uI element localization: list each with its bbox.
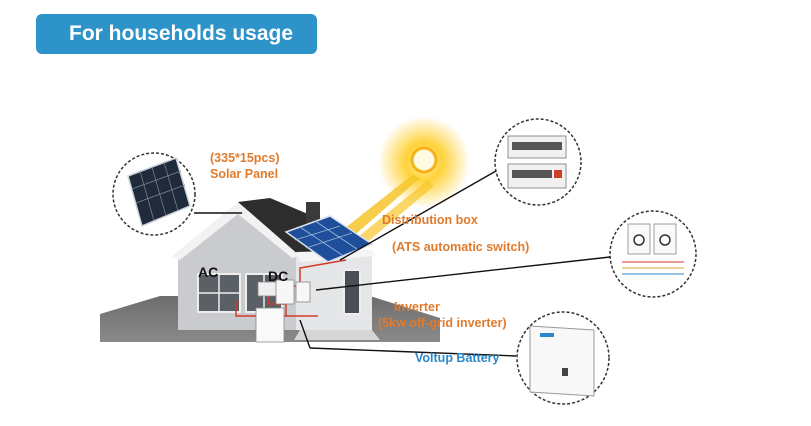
- sun-beam: [348, 180, 434, 250]
- distribution-box-label: Distribution box: [382, 213, 478, 227]
- solar-panel-label: Solar Panel: [210, 167, 279, 181]
- leader-lines: [194, 170, 611, 357]
- solar-panel-callout: [112, 152, 196, 236]
- wall-inverter: [275, 279, 295, 305]
- dc-label: DC: [268, 268, 289, 284]
- sun-beam: [330, 175, 420, 246]
- solar-count-label: (335*15pcs): [210, 151, 280, 165]
- inverter-callout: [609, 210, 697, 298]
- chimney: [306, 202, 320, 224]
- inverter-label: Inverter: [394, 300, 440, 314]
- page-title: For households usage: [69, 22, 294, 45]
- battery-callout: [516, 311, 610, 405]
- inverter-spec-label: (5kw off-grid inverter): [378, 316, 507, 330]
- title-badge: For households usage: [36, 14, 317, 54]
- window-side: [343, 269, 361, 315]
- battery-label: Voltup Battery: [415, 351, 500, 365]
- house-battery: [255, 307, 285, 343]
- inverter-icon: [627, 223, 651, 255]
- ac-label: AC: [198, 264, 219, 280]
- battery-icon: [529, 325, 595, 397]
- ats-label: (ATS automatic switch): [392, 240, 530, 254]
- distribution-box-callout: [494, 118, 582, 206]
